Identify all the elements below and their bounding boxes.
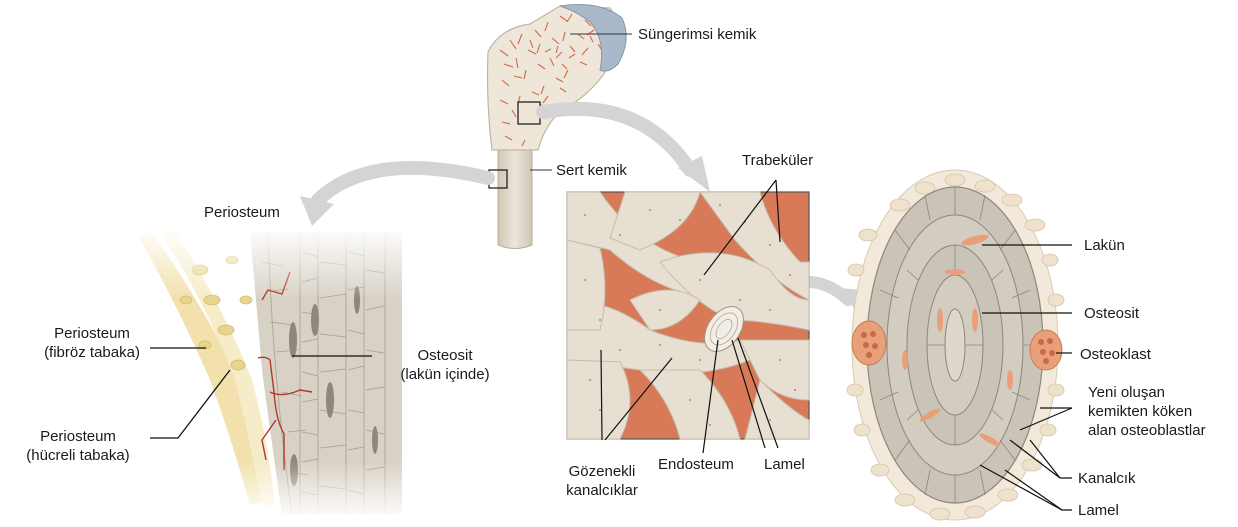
label-endosteum: Endosteum [658,455,734,474]
compact-bone-section [130,226,410,520]
label-periosteum-fibrous: Periosteum (fibröz tabaka) [36,324,148,362]
label-lacuna: Lakün [1084,236,1125,255]
label-osteocyte-in-lacuna: Osteosit (lakün içinde) [378,346,512,384]
label-spongy-bone: Süngerimsi kemik [638,25,756,44]
label-new-bone-osteoblasts: Yeni oluşan kemikten köken alan osteobla… [1088,383,1206,440]
label-osteoclast: Osteoklast [1080,345,1151,364]
spongy-bone-section [567,180,809,453]
osteon-cross-section [847,170,1072,520]
label-canaliculus: Kanalcık [1078,469,1136,488]
label-periosteum-cellular: Periosteum (hücreli tabaka) [8,427,148,465]
label-compact-bone: Sert kemik [556,161,627,180]
label-trabeculae: Trabeküler [742,151,813,170]
label-porous-canals: Gözenekli kanalcıklar [556,462,648,500]
label-lamella-middle: Lamel [764,455,805,474]
label-lamella-right: Lamel [1078,501,1119,520]
label-osteocyte: Osteosit [1084,304,1139,323]
label-periosteum: Periosteum [204,203,280,222]
